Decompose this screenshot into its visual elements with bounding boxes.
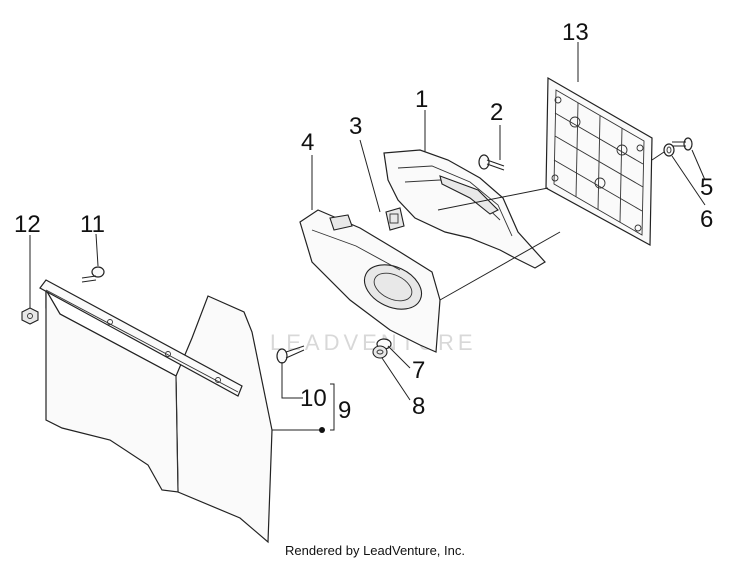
part-13-grid-plate — [545, 76, 653, 247]
part-10-rivet — [276, 345, 305, 364]
part-9-flap — [45, 287, 273, 544]
part-8-nut — [372, 345, 388, 359]
callout-5: 5 — [700, 174, 713, 201]
leader-dot — [319, 427, 325, 433]
leader-lines — [29, 42, 706, 433]
callout-8: 8 — [412, 393, 425, 420]
callout-2: 2 — [490, 99, 503, 126]
callout-13: 13 — [562, 19, 589, 46]
callout-10: 10 — [300, 385, 327, 412]
part-4-deflector — [299, 209, 441, 353]
footer-credit: Rendered by LeadVenture, Inc. — [285, 543, 465, 558]
callout-12: 12 — [14, 211, 41, 238]
part-12-nut — [21, 307, 39, 325]
part-5-bolt — [672, 137, 693, 151]
part-1-housing — [383, 149, 546, 269]
callout-4: 4 — [301, 129, 314, 156]
callout-7: 7 — [412, 357, 425, 384]
part-3-clip-nut — [385, 207, 405, 231]
part-9-mounting-bar — [39, 279, 243, 397]
part-11-bolt — [81, 266, 105, 283]
watermark: LEADVENTURE — [270, 330, 477, 355]
callout-9: 9 — [338, 397, 351, 424]
callout-6: 6 — [700, 206, 713, 233]
part-2-bolt — [478, 154, 505, 171]
part-6-washer — [663, 143, 675, 157]
callout-3: 3 — [349, 113, 362, 140]
callout-11: 11 — [80, 211, 105, 238]
callout-1: 1 — [415, 86, 428, 113]
